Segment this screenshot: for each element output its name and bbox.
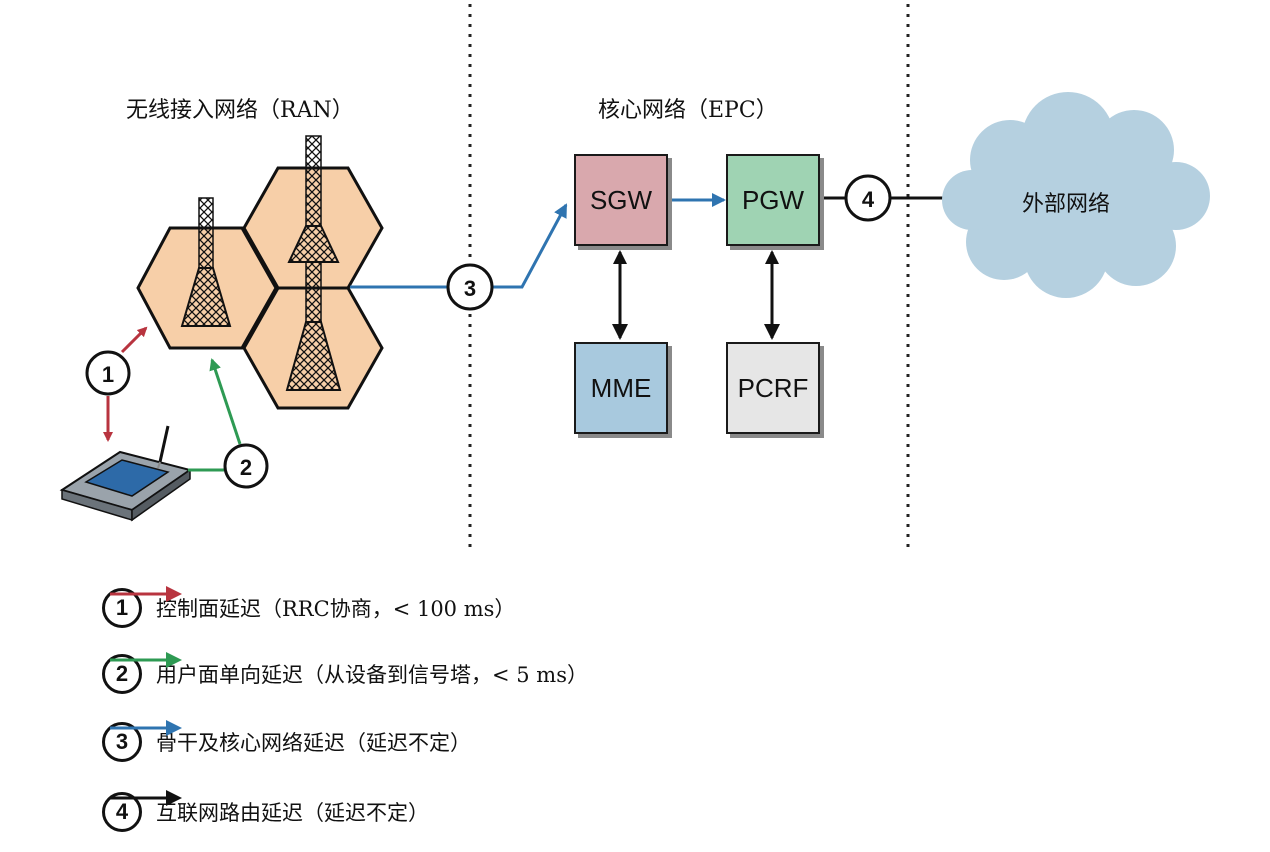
legend-text-control-plane: 控制面延迟（RRC协商，< 100 ms） [156,597,516,621]
legend-arrow-red-icon [110,586,182,602]
marker-1-text: 1 [102,362,114,387]
sgw-node: SGW [574,154,668,246]
cell-tower-icon [180,197,232,327]
marker-2-badge: 2 [223,443,269,489]
legend-arrow-blue-icon [110,720,182,736]
legend-item-internet: 4 互联网路由延迟（延迟不定） [102,788,429,836]
marker-3-badge: 3 [446,263,494,311]
legend-item-user-plane: 2 用户面单向延迟（从设备到信号塔，< 5 ms） [102,650,588,698]
pgw-node: PGW [726,154,820,246]
tablet-device-icon [59,425,193,522]
cell-tower-icon [287,135,340,263]
external-network-label: 外部网络 [1022,192,1111,217]
legend-text-internet: 互联网路由延迟（延迟不定） [156,801,429,825]
legend-item-control-plane: 1 控制面延迟（RRC协商，< 100 ms） [102,584,515,632]
mme-node: MME [574,342,668,434]
radio-cells [136,166,384,410]
ran-section-title: 无线接入网络（RAN） [126,98,354,123]
legend-arrow-black-icon [110,790,182,806]
user-plane-arrow-up [209,358,242,445]
control-plane-arrow-up [120,326,148,354]
marker-3-text: 3 [464,276,476,301]
legend-text-user-plane: 用户面单向延迟（从设备到信号塔，< 5 ms） [156,663,588,687]
legend-text-backbone: 骨干及核心网络延迟（延迟不定） [156,731,471,755]
external-network-cloud-icon [942,92,1210,298]
pcrf-node: PCRF [726,342,820,434]
marker-2-text: 2 [240,455,252,480]
marker-4-text: 4 [862,187,875,212]
backbone-arrow [492,203,568,289]
marker-4-badge: 4 [844,174,892,222]
epc-section-title: 核心网络（EPC） [598,98,778,123]
marker-1-badge: 1 [85,350,131,396]
cell-tower-icon [285,261,342,391]
legend-arrow-green-icon [110,652,182,668]
legend-item-backbone: 3 骨干及核心网络延迟（延迟不定） [102,718,471,766]
